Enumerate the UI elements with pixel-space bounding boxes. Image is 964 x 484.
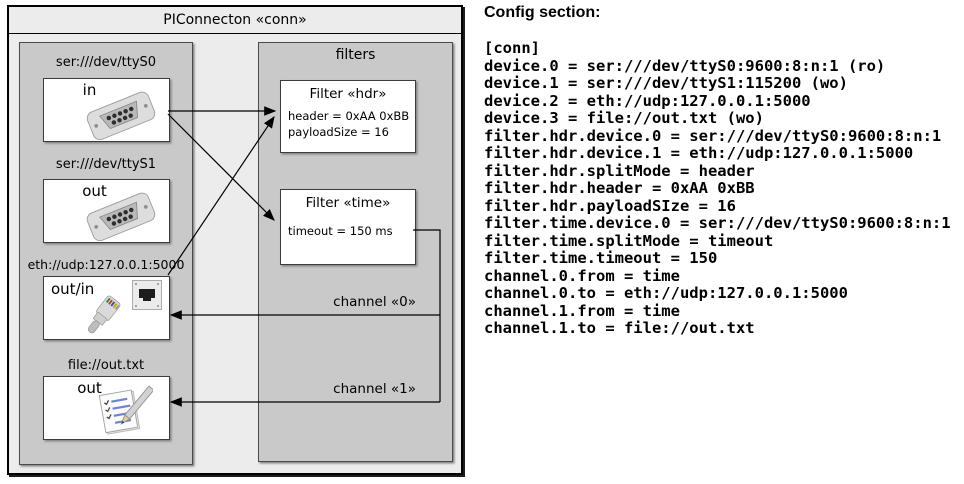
device-box-ser0: in (43, 78, 170, 142)
filter-box-hdr: Filter «hdr» header = 0xAA 0xBB payloadS… (280, 80, 416, 153)
serial-connector-icon (86, 91, 156, 140)
notepad-icon (98, 385, 153, 435)
diagram-title: PIConnecton «conn» (9, 7, 461, 34)
device-box-eth: out/in (43, 276, 170, 340)
config-section: Config section: [conn] device.0 = ser://… (484, 4, 962, 338)
devices-panel: ser:///dev/ttyS0 in ser:///dev/ttyS1 out (19, 42, 193, 465)
filter-title: Filter «hdr» (309, 86, 387, 102)
ethernet-cable-icon (87, 295, 121, 334)
serial-connector-icon (86, 192, 156, 241)
device-label-eth: eth://udp:127.0.0.1:5000 (27, 257, 185, 272)
filter-attribute: header = 0xAA 0xBB (288, 109, 410, 123)
filter-attributes: timeout = 150 ms (288, 223, 413, 239)
direction-label: out (77, 379, 102, 397)
filter-title: Filter «time» (305, 195, 391, 211)
connector-diagram: PIConnecton «conn» ser:///dev/ttyS0 in s… (7, 5, 463, 475)
filters-panel: filters Filter «hdr» header = 0xAA 0xBB … (258, 42, 453, 462)
device-label-ser1: ser:///dev/ttyS1 (55, 157, 157, 172)
device-box-file: out (43, 376, 170, 440)
channel-0-label: channel «0» (333, 294, 416, 310)
filters-panel-title: filters (335, 47, 376, 63)
filter-attributes: header = 0xAA 0xBB payloadSize = 16 (288, 108, 413, 140)
direction-label: out/in (51, 280, 95, 298)
channel-1-label: channel «1» (333, 381, 416, 397)
device-label-file: file://out.txt (67, 358, 145, 373)
device-label-ser0: ser:///dev/ttyS0 (55, 55, 157, 70)
filter-attribute: timeout = 150 ms (288, 224, 393, 238)
device-box-ser1: out (43, 179, 170, 243)
direction-label: in (82, 81, 97, 99)
direction-label: out (82, 182, 107, 200)
filter-box-time: Filter «time» timeout = 150 ms (280, 189, 416, 265)
filter-attribute: payloadSize = 16 (288, 125, 389, 139)
config-text: [conn] device.0 = ser:///dev/ttyS0:9600:… (484, 39, 951, 337)
ethernet-jack-icon (132, 280, 162, 310)
config-heading: Config section: (484, 4, 601, 21)
